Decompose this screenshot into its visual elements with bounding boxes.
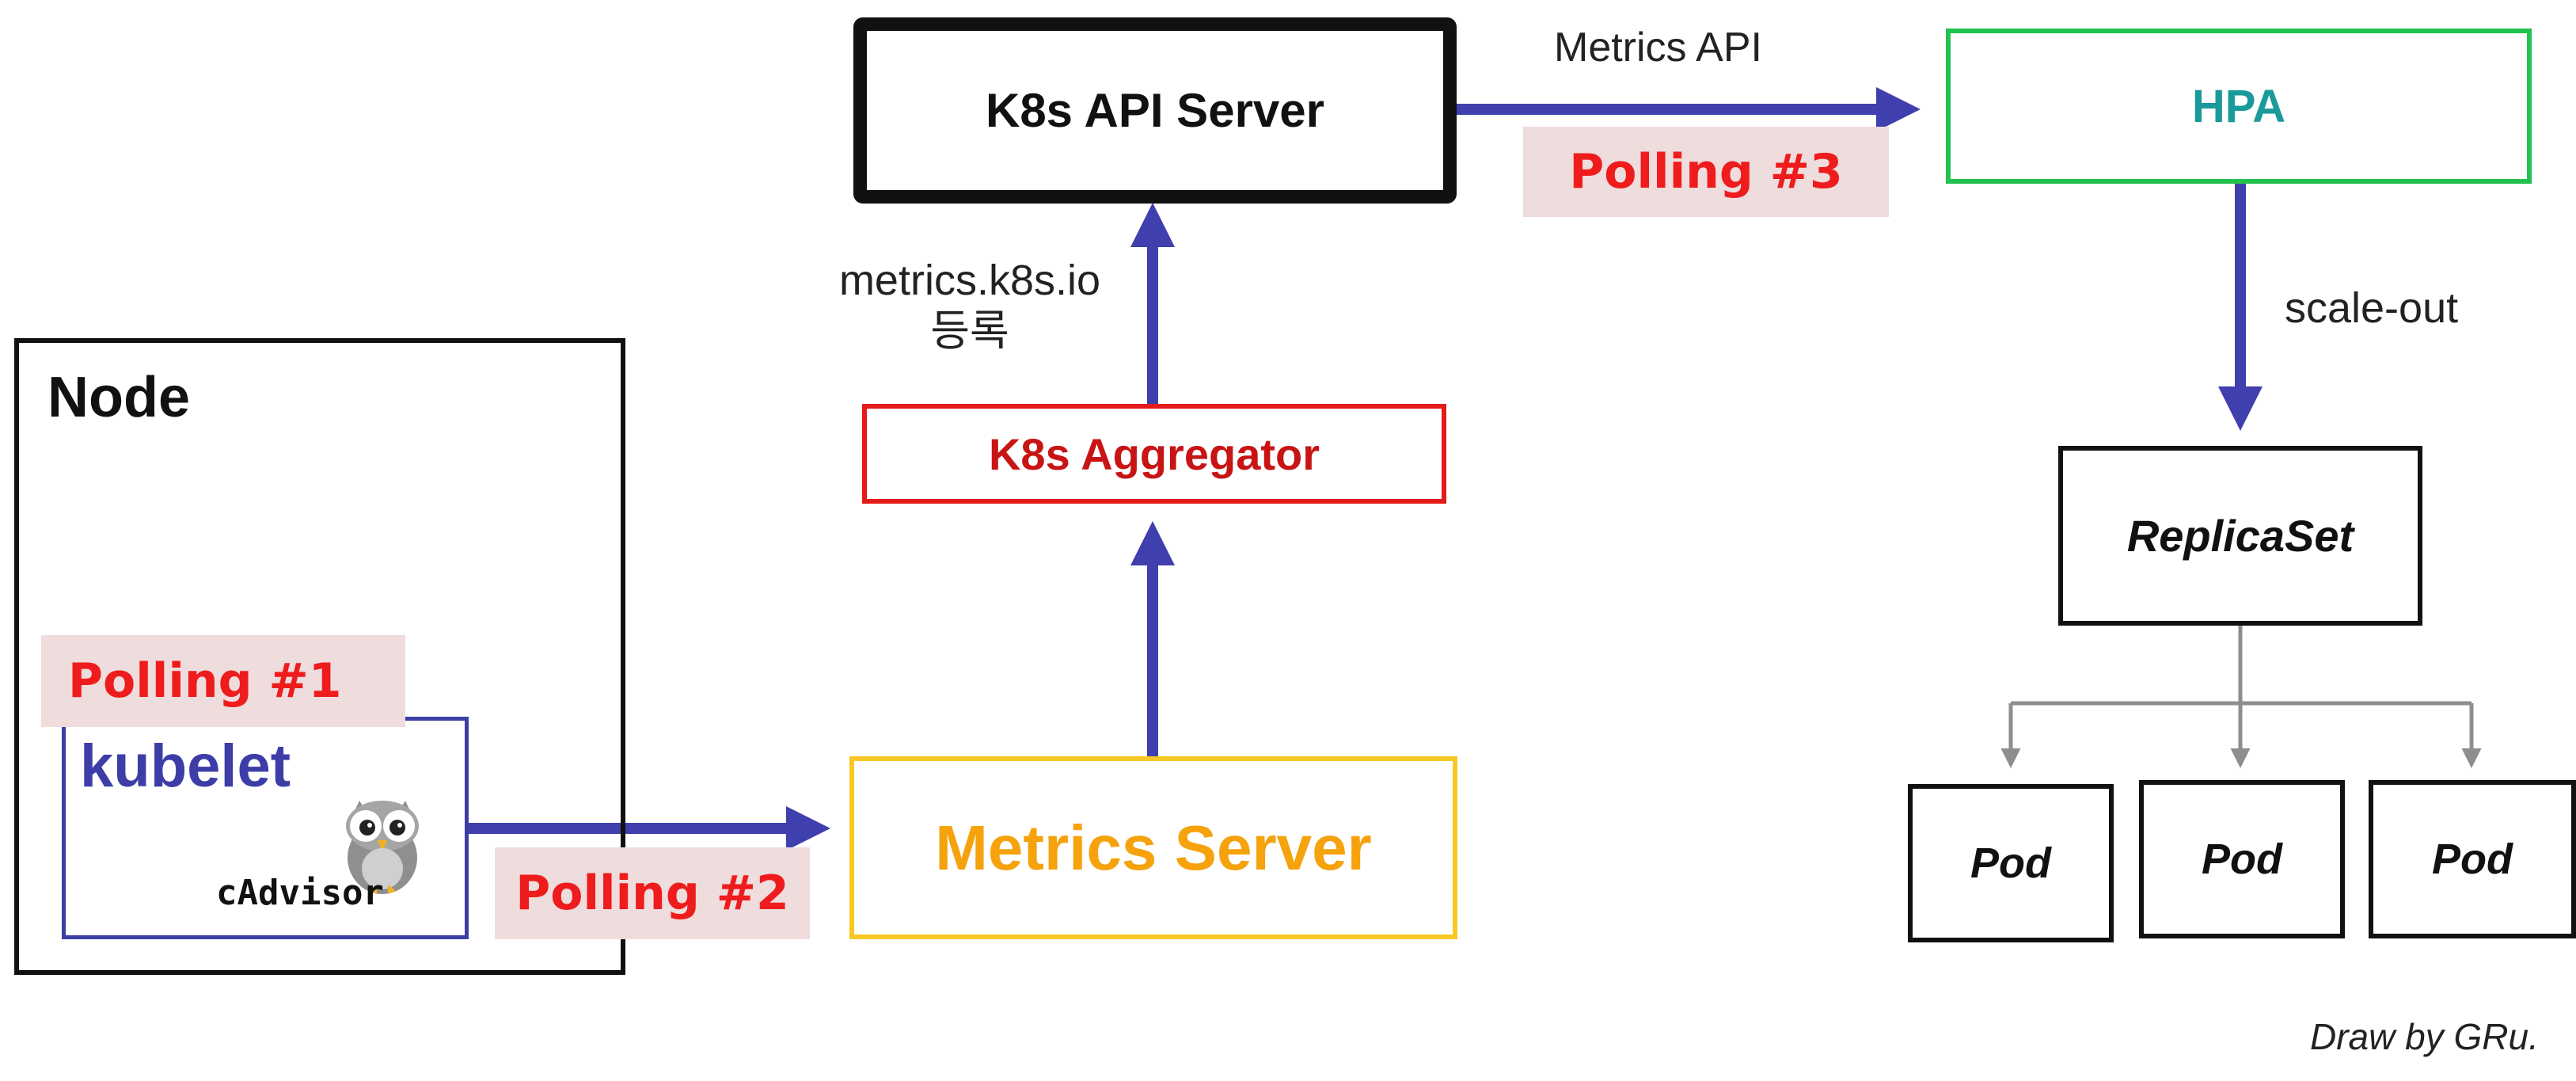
hpa-label: HPA <box>2191 80 2286 132</box>
registration-line-2: 등록 <box>930 306 1009 356</box>
k8s-aggregator-label: K8s Aggregator <box>988 428 1320 479</box>
metrics-server-label: Metrics Server <box>935 812 1372 883</box>
pod-label-2: Pod <box>2202 835 2282 883</box>
polling-2-label: Polling #2 <box>495 847 810 939</box>
replicaset-box: ReplicaSet <box>2058 446 2422 626</box>
cadvisor-owl-icon <box>346 801 419 894</box>
registration-label: metrics.k8s.io 등록 <box>815 255 1124 356</box>
cadvisor-label: cAdvisor <box>216 873 384 913</box>
replicaset-to-pods-connector <box>2000 626 2482 768</box>
k8s-api-server-label: K8s API Server <box>985 84 1325 137</box>
kubelet-label: kubelet <box>80 733 291 800</box>
pod-box-1: Pod <box>1908 784 2114 942</box>
pod-box-2: Pod <box>2139 780 2345 938</box>
replicaset-label: ReplicaSet <box>2126 511 2354 561</box>
node-box: Node <box>14 338 625 975</box>
hpa-box: HPA <box>1946 29 2532 184</box>
registration-line-1: metrics.k8s.io <box>838 257 1101 304</box>
kubelet-box: kubelet cAdvisor <box>62 717 469 939</box>
node-title: Node <box>47 366 190 429</box>
pod-box-3: Pod <box>2369 780 2576 938</box>
polling-3-label: Polling #3 <box>1523 127 1889 217</box>
pod-label-1: Pod <box>1970 839 2051 887</box>
credit-label: Draw by GRu. <box>2310 1016 2539 1057</box>
k8s-api-server-box: K8s API Server <box>853 17 1457 204</box>
scale-out-label: scale-out <box>2285 284 2459 332</box>
k8s-aggregator-box: K8s Aggregator <box>862 404 1446 504</box>
metrics-api-label: Metrics API <box>1554 25 1762 70</box>
polling-1-label: Polling #1 <box>41 635 405 727</box>
metrics-server-box: Metrics Server <box>849 756 1457 939</box>
pod-label-3: Pod <box>2432 835 2513 883</box>
